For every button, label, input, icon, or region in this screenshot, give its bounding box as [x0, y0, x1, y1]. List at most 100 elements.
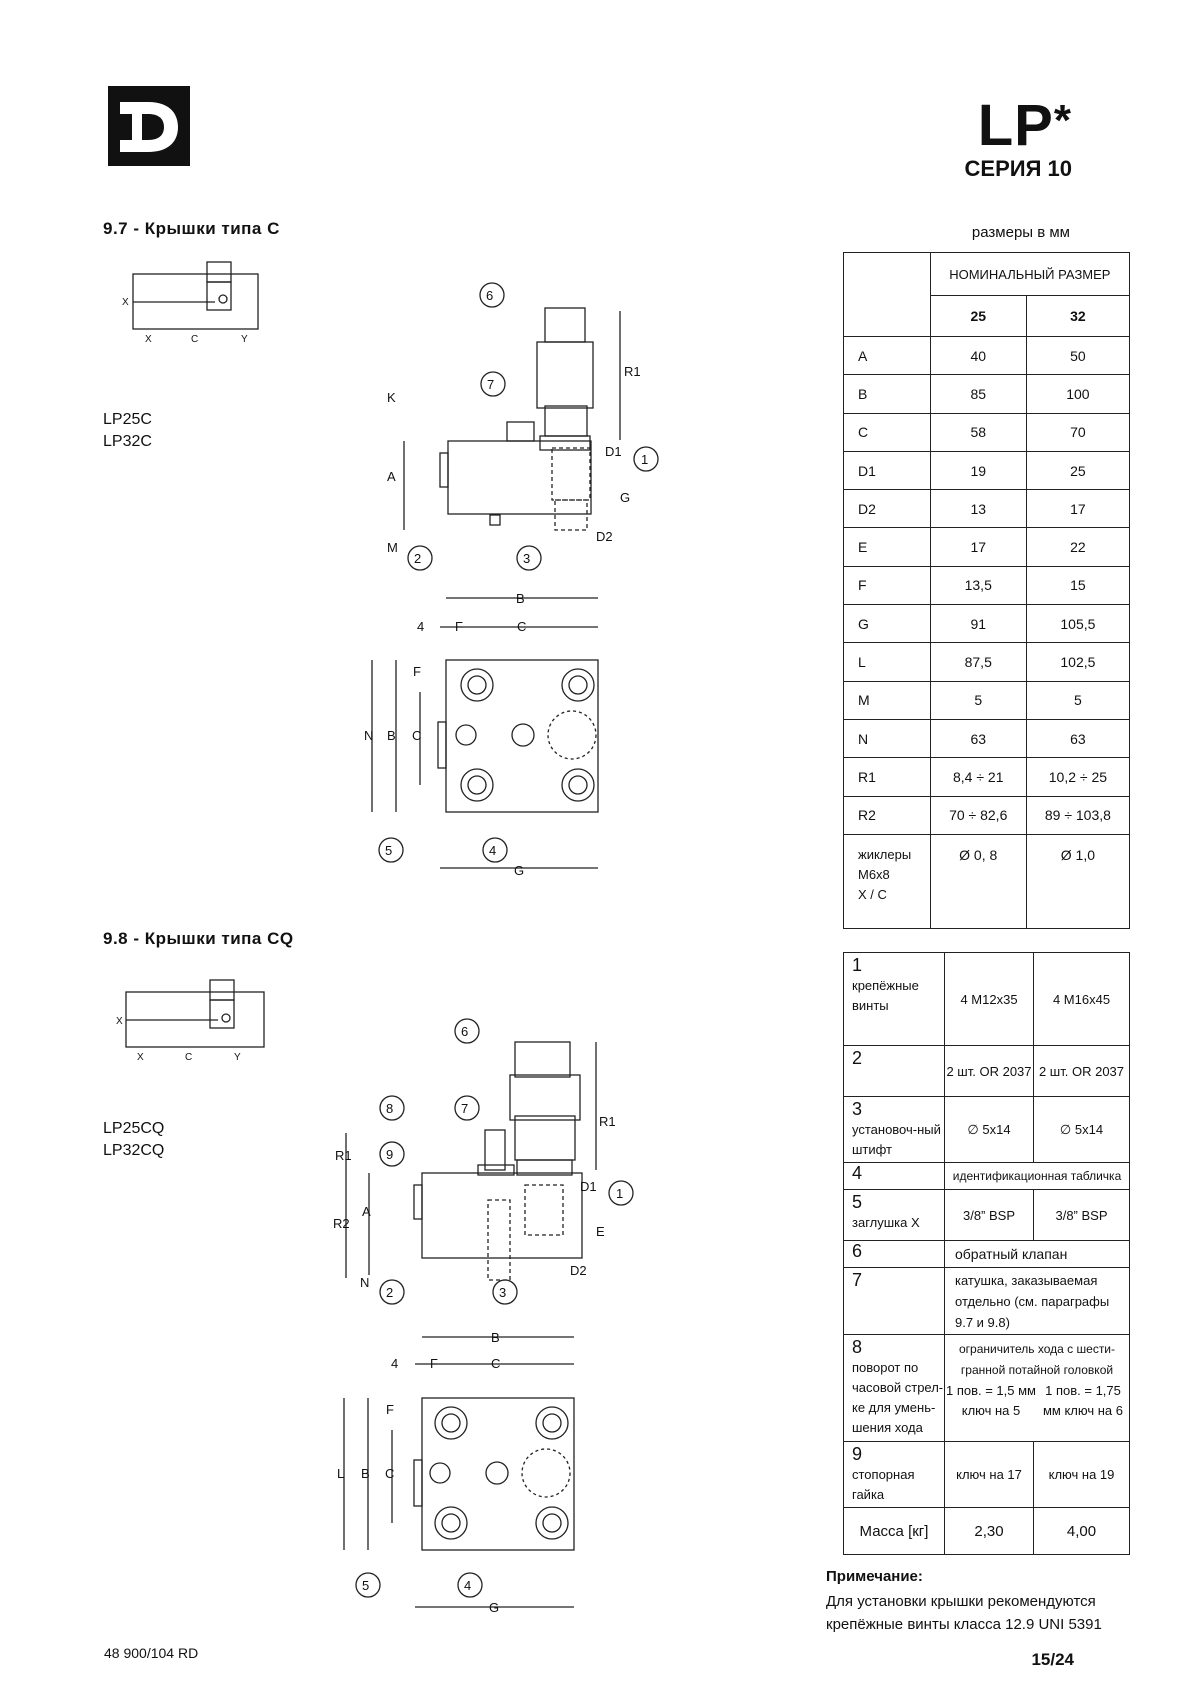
- size-header: 25: [929, 295, 1027, 337]
- dim-value: 89 ÷ 103,8: [1025, 795, 1131, 835]
- model-label: LP25C: [103, 411, 152, 428]
- cell-value: 4 M16x45: [1033, 952, 1130, 1046]
- series-code: LP*: [977, 93, 1072, 158]
- dim-label: R1: [599, 1114, 616, 1129]
- dim-name: D1: [843, 450, 931, 491]
- dim-label: N: [360, 1275, 369, 1290]
- port-label: Y: [241, 334, 248, 345]
- dim-value: 50: [1025, 335, 1131, 376]
- dim-label: R1: [624, 364, 641, 379]
- table-row: Масса [кг] 2,30 4,00: [843, 1507, 1130, 1555]
- callout-label: 3: [499, 1285, 506, 1300]
- dim-value: 91: [929, 604, 1027, 644]
- dim-name: R2: [843, 795, 931, 835]
- dim-label: C: [412, 728, 421, 743]
- mass-label: Масса [кг]: [843, 1507, 945, 1555]
- port-label: C: [185, 1052, 192, 1063]
- callout-label: 1: [616, 1186, 623, 1201]
- dim-label: D1: [580, 1179, 597, 1194]
- jet-value: Ø 1,0: [1025, 833, 1131, 929]
- cell-value: ∅ 5x14: [944, 1096, 1034, 1163]
- dim-value: 17: [1025, 489, 1131, 529]
- nominal-size-header: НОМИНАЛЬНЫЙ РАЗМЕР: [929, 252, 1131, 296]
- page-number: 15/24: [1031, 1650, 1074, 1669]
- model-label: LP32C: [103, 433, 152, 450]
- jet-label: жиклеры: [858, 846, 912, 862]
- dim-value: 10,2 ÷ 25: [1025, 757, 1131, 797]
- hydraulic-symbol-cq: [125, 979, 265, 1048]
- table-row: 4 идентификационная табличка: [843, 1162, 1130, 1190]
- technical-drawings: 6 7 1 2 3 5 4 6 7 8 9 1 2 3 5 4 R1 K A D…: [116, 261, 659, 1615]
- dim-value: 40: [929, 335, 1027, 376]
- section-cq-title: 9.8 - Крышки типа CQ: [103, 929, 294, 948]
- dim-label: F: [455, 619, 463, 634]
- section-c-title: 9.7 - Крышки типа C: [103, 219, 280, 238]
- port-label: X: [116, 1016, 123, 1027]
- callout-label: 1: [641, 452, 648, 467]
- dim-value: 70 ÷ 82,6: [929, 795, 1027, 835]
- cell-value: 4,00: [1033, 1507, 1130, 1555]
- dim-label: F: [413, 664, 421, 679]
- dim-label: C: [517, 619, 526, 634]
- dim-name: M: [843, 680, 931, 720]
- cell-value: обратный клапан: [944, 1240, 1130, 1268]
- dim-value: 102,5: [1025, 642, 1131, 682]
- cell-value: 3/8” BSP: [944, 1189, 1034, 1241]
- callout-label: 4: [489, 843, 496, 858]
- table-corner-cell: [843, 252, 931, 337]
- dim-label: A: [362, 1204, 371, 1219]
- table-row: 2 2 шт. OR 2037 2 шт. OR 2037: [843, 1045, 1130, 1097]
- cell-value: 2 шт. OR 2037: [1033, 1045, 1130, 1097]
- dim-label: B: [361, 1466, 370, 1481]
- dim-label: D1: [605, 444, 622, 459]
- section-c-models: LP25C LP32C: [103, 409, 152, 453]
- dim-value: 13,5: [929, 565, 1027, 606]
- cell-value: 2,30: [944, 1507, 1034, 1555]
- callout-label: 4: [464, 1578, 471, 1593]
- cell-value: ключ на 19: [1033, 1441, 1130, 1508]
- callout-label: 8: [386, 1101, 393, 1116]
- dim-value: 19: [929, 450, 1027, 491]
- callout-label: 3: [523, 551, 530, 566]
- callout-label: 7: [461, 1101, 468, 1116]
- dim-value: 70: [1025, 412, 1131, 452]
- series-label: СЕРИЯ 10: [964, 156, 1072, 181]
- stroke-limiter-desc: ограничитель хода с шести-гранной потайн…: [958, 1342, 1116, 1377]
- dim-value: 15: [1025, 565, 1131, 606]
- dim-name: L: [843, 642, 931, 682]
- top-view-c: [371, 597, 599, 869]
- dim-name: D2: [843, 489, 931, 529]
- model-label: LP32CQ: [103, 1142, 165, 1159]
- dim-name: A: [843, 335, 931, 376]
- dim-value: 25: [1025, 450, 1131, 491]
- jet-port-label: X / C: [858, 886, 887, 902]
- cell-value: 2 шт. OR 2037: [944, 1045, 1034, 1097]
- dim-value: 87,5: [929, 642, 1027, 682]
- dim-value: 22: [1025, 527, 1131, 567]
- cell-value: 1 пов. = 1,5 мм ключ на 5: [945, 1383, 1036, 1418]
- units-note: размеры в мм: [971, 224, 1070, 241]
- note-title: Примечание:: [826, 1568, 923, 1585]
- doc-code: 48 900/104 RD: [104, 1645, 199, 1661]
- company-logo: [108, 86, 190, 166]
- dim-label: D2: [570, 1263, 587, 1278]
- dim-label: B: [387, 728, 396, 743]
- model-label: LP25CQ: [103, 1120, 165, 1137]
- dim-label: G: [620, 490, 630, 505]
